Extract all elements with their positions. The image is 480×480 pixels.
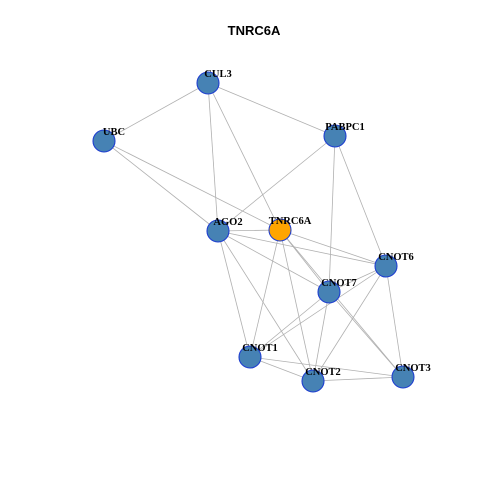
edge-ago2-cnot6: [217, 230, 387, 267]
edge-ubc-ago2: [103, 140, 219, 232]
node-label-cnot1: CNOT1: [242, 343, 278, 354]
nodes-layer: [92, 71, 415, 393]
node-label-tnrc6a: TNRC6A: [269, 216, 312, 227]
node-label-ubc: UBC: [103, 127, 125, 138]
node-label-cul3: CUL3: [204, 69, 231, 80]
edge-tnrc6a-cnot2: [279, 229, 314, 382]
edge-tnrc6a-cnot1: [249, 229, 281, 358]
edge-cul3-tnrc6a: [207, 82, 281, 231]
edge-cul3-ubc: [103, 82, 209, 142]
edge-pabpc1-ago2: [217, 135, 336, 232]
edge-ubc-tnrc6a: [103, 140, 281, 231]
node-tnrc6a: [268, 218, 292, 242]
node-cul3: [196, 71, 220, 95]
node-cnot7: [317, 280, 341, 304]
node-pabpc1: [323, 124, 347, 148]
edge-cnot7-cnot2: [312, 291, 330, 382]
diagram-title: TNRC6A: [228, 23, 281, 38]
edge-tnrc6a-cnot6: [279, 229, 387, 267]
edge-tnrc6a-cnot3: [279, 229, 404, 378]
edge-cnot6-cnot1: [249, 265, 387, 358]
node-label-cnot6: CNOT6: [378, 252, 414, 263]
node-ago2: [206, 219, 230, 243]
edge-pabpc1-cnot6: [334, 135, 387, 267]
node-label-cnot7: CNOT7: [321, 278, 357, 289]
edge-pabpc1-cnot7: [328, 135, 336, 293]
node-label-ago2: AGO2: [213, 217, 242, 228]
edges-layer: [103, 82, 404, 382]
node-cnot2: [301, 369, 325, 393]
node-label-pabpc1: PABPC1: [325, 122, 364, 133]
edge-ago2-cnot2: [217, 230, 314, 382]
edge-cul3-ago2: [207, 82, 219, 232]
edge-ago2-cnot7: [217, 230, 330, 293]
edge-cnot7-cnot1: [249, 291, 330, 358]
node-cnot3: [391, 365, 415, 389]
node-cnot1: [238, 345, 262, 369]
node-label-cnot3: CNOT3: [395, 363, 431, 374]
edge-cul3-pabpc1: [207, 82, 336, 137]
node-label-cnot2: CNOT2: [305, 367, 341, 378]
edge-cnot6-cnot3: [385, 265, 404, 378]
node-cnot6: [374, 254, 398, 278]
edge-ago2-cnot1: [217, 230, 251, 358]
node-ubc: [92, 129, 116, 153]
edge-cnot7-cnot3: [328, 291, 404, 378]
edge-cnot1-cnot3: [249, 356, 404, 378]
edge-cnot6-cnot2: [312, 265, 387, 382]
edge-cnot2-cnot3: [312, 376, 404, 382]
